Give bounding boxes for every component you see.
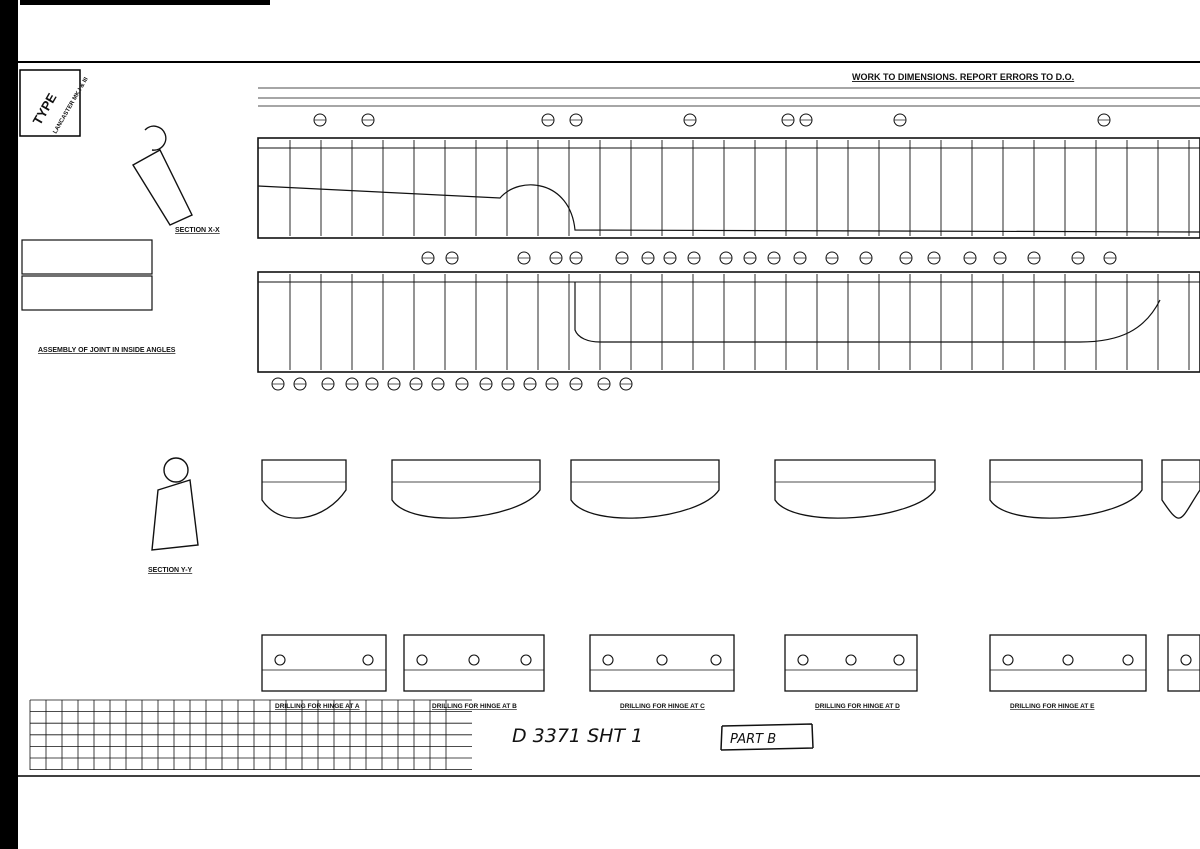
drill-hole xyxy=(602,654,614,666)
drilling-strip xyxy=(784,634,918,692)
lower-spar-outline xyxy=(257,271,1200,373)
section-x-x-sketch xyxy=(132,125,193,226)
hinge-bracket xyxy=(1161,459,1200,519)
drill-hole xyxy=(656,654,668,666)
hinge-bracket xyxy=(774,459,936,519)
drilling-strip xyxy=(589,634,735,692)
drill-hole xyxy=(797,654,809,666)
drilling-label-b: DRILLING FOR HINGE AT B xyxy=(432,703,517,710)
handwritten-drawing-number: D 3371 SHT 1 xyxy=(512,725,643,747)
drilling-label-d: DRILLING FOR HINGE AT D xyxy=(815,703,900,710)
drill-hole xyxy=(362,654,374,666)
type-subtitle: LANCASTER MK I & III xyxy=(53,76,90,135)
section-x-x-label: SECTION X-X xyxy=(175,227,220,234)
drill-hole xyxy=(893,654,905,666)
drill-hole xyxy=(468,654,480,666)
drilling-strip xyxy=(261,634,387,692)
hinge-bracket xyxy=(989,459,1143,519)
left-scan-border xyxy=(0,0,18,849)
drill-hole xyxy=(1180,654,1192,666)
drilling-strip xyxy=(403,634,545,692)
drilling-strip xyxy=(1167,634,1200,692)
drill-hole xyxy=(710,654,722,666)
joint-plan-lower xyxy=(21,275,153,311)
drill-hole xyxy=(1062,654,1074,666)
drill-hole xyxy=(845,654,857,666)
top-scan-strip xyxy=(20,0,270,5)
lower-spar-cutout xyxy=(574,282,1161,343)
drill-hole xyxy=(520,654,532,666)
drilling-label-e: DRILLING FOR HINGE AT E xyxy=(1010,703,1095,710)
drilling-label-c: DRILLING FOR HINGE AT C xyxy=(620,703,705,710)
upper-spar-taper xyxy=(257,184,1200,233)
line-work xyxy=(21,87,1200,770)
assembly-label: ASSEMBLY OF JOINT IN INSIDE ANGLES xyxy=(38,347,176,354)
joint-plan-upper xyxy=(21,239,153,275)
drill-hole xyxy=(1122,654,1134,666)
section-y-y-bolt xyxy=(163,457,189,483)
drilling-label-a: DRILLING FOR HINGE AT A xyxy=(275,703,360,710)
drill-hole xyxy=(1002,654,1014,666)
hinge-bracket xyxy=(570,459,720,519)
drill-hole xyxy=(274,654,286,666)
type-title: TYPE xyxy=(30,90,60,127)
header-note: WORK TO DIMENSIONS. REPORT ERRORS TO D.O… xyxy=(852,72,1074,82)
section-y-y-sketch xyxy=(151,479,199,551)
drill-hole xyxy=(416,654,428,666)
handwritten-part: PART B xyxy=(730,732,776,747)
hinge-bracket xyxy=(261,459,347,519)
drilling-strip xyxy=(989,634,1147,692)
part-stamp: PART B xyxy=(720,723,814,751)
upper-spar-outline xyxy=(257,137,1200,239)
type-block: TYPE LANCASTER MK I & III xyxy=(19,69,90,137)
hinge-bracket xyxy=(391,459,541,519)
section-y-y-label: SECTION Y-Y xyxy=(148,567,193,574)
